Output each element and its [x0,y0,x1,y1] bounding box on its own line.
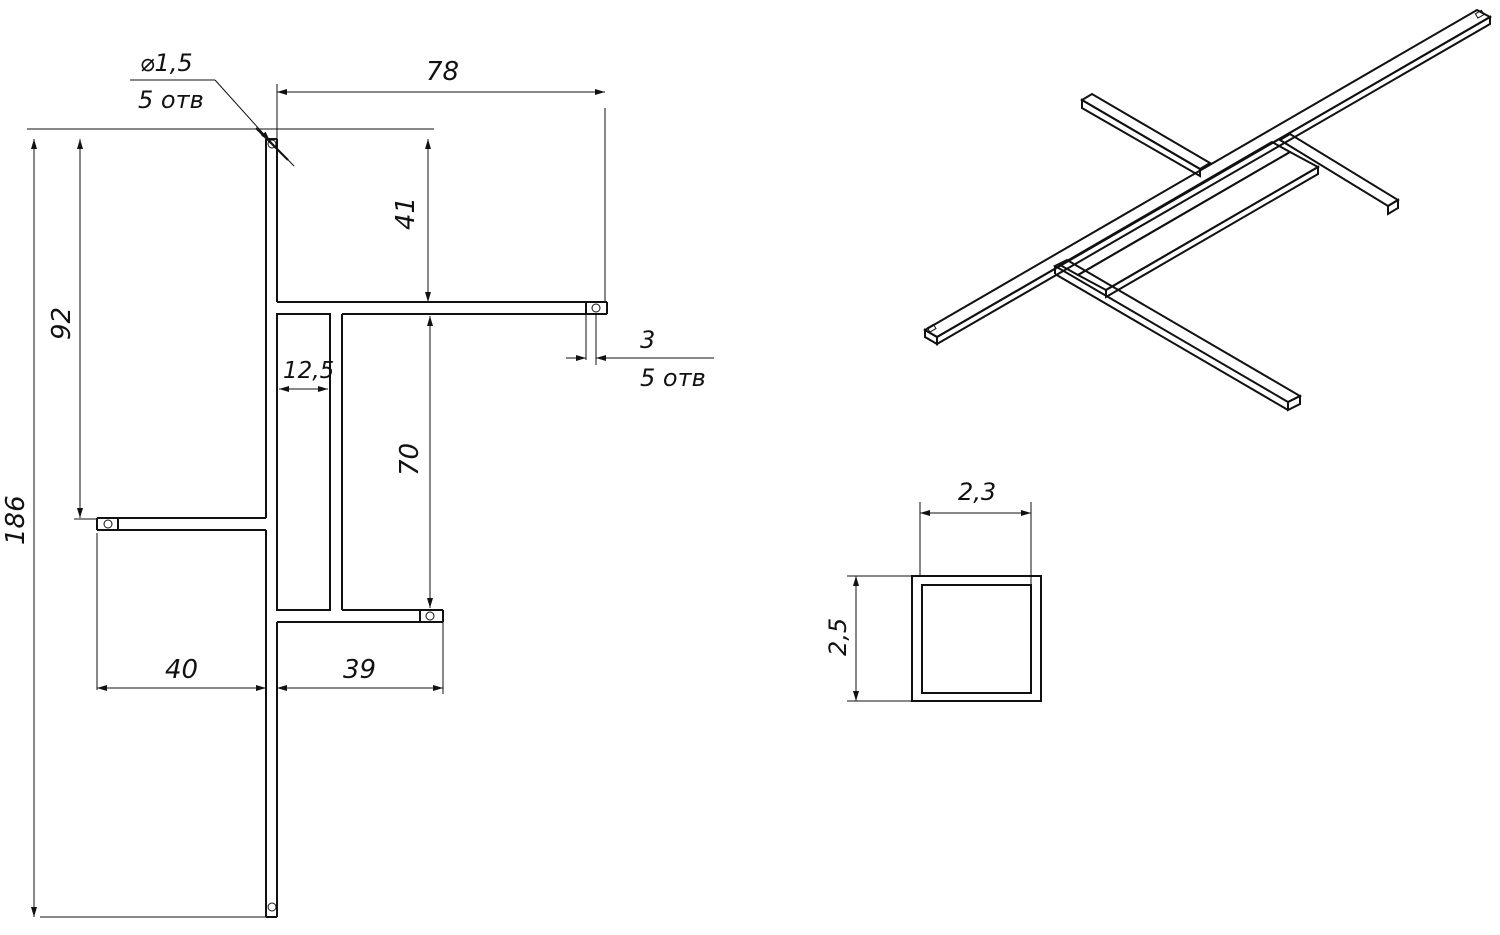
iso-inner-frame [1057,140,1321,299]
end-size-label: 3 [640,326,655,354]
iso-upper-arm [1080,92,1400,216]
dim-78: 78 [426,57,459,87]
section-height-label: 2,5 [824,618,852,656]
extension-lines [27,84,606,918]
hole-count-label: 5 отв [138,86,204,114]
hole-diameter-label: ⌀1,5 [140,49,193,77]
isometric-view [923,8,1493,412]
upper-right-arm [277,301,608,315]
hole-top [267,139,277,149]
tube-inner [921,584,1032,694]
hole-upper-right [591,303,601,313]
iso-lower-arm [1052,258,1303,412]
hole-bottom [267,902,277,912]
hole-lower-right [425,611,435,621]
front-view: 78 41 92 186 12,5 70 40 39 ⌀1,5 5 отв 3 … [1,49,714,918]
tube-outer [911,575,1042,702]
section-width-label: 2,3 [958,478,996,506]
dim-92: 92 [47,307,77,340]
inner-frame [276,313,443,611]
left-arm [96,517,266,531]
dim-186: 186 [1,495,31,545]
iso-main-bar [923,8,1493,346]
dim-41: 41 [391,197,421,230]
dim-39: 39 [343,655,376,685]
hole-left [103,519,113,529]
dim-12-5: 12,5 [283,358,334,384]
main-vertical-bar [265,138,278,918]
end-count-label: 5 отв [640,364,706,392]
dim-70: 70 [395,443,425,476]
lower-right-arm [277,610,444,623]
dim-40: 40 [165,655,198,685]
dimension-lines [31,79,714,917]
section-view: 2,3 2,5 [824,478,1042,702]
mounting-holes [103,139,601,912]
